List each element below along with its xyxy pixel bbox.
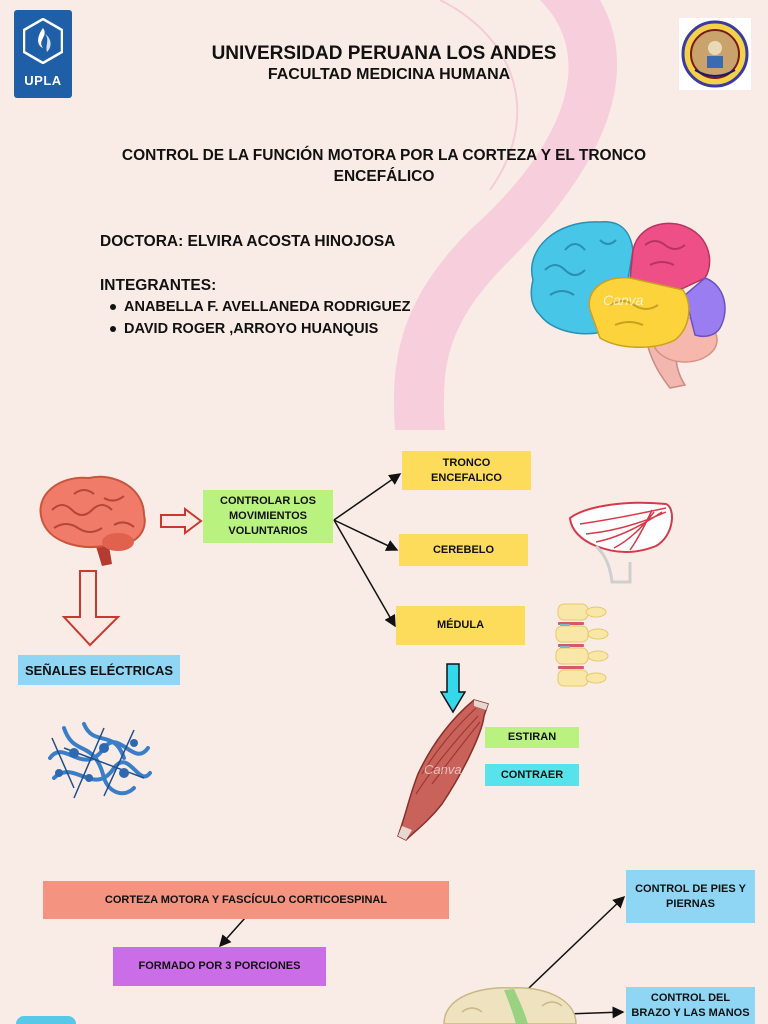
muscle-icon: Canva bbox=[397, 699, 489, 841]
member-item: DAVID ROGER ,ARROYO HUANQUIS bbox=[107, 318, 411, 340]
doctor-name: DOCTORA: ELVIRA ACOSTA HINOJOSA bbox=[100, 233, 396, 250]
arrow-down-icon bbox=[62, 570, 121, 647]
seal-icon bbox=[679, 18, 751, 90]
contraer-box: CONTRAER bbox=[485, 764, 579, 786]
neuron-network-icon bbox=[48, 722, 152, 799]
arrow-right-icon bbox=[160, 507, 203, 535]
estiran-box: ESTIRAN bbox=[485, 727, 579, 748]
watermark-text: Canva bbox=[603, 292, 644, 308]
control-brazo-box: CONTROL DEL BRAZO Y LAS MANOS bbox=[626, 987, 755, 1024]
faculty-name: FACULTAD MEDICINA HUMANA bbox=[267, 66, 511, 83]
medula-box: MÉDULA bbox=[396, 606, 525, 645]
cerebellum-icon bbox=[568, 501, 673, 584]
upla-logo-text: UPLA bbox=[24, 73, 62, 88]
spine-icon bbox=[555, 603, 609, 687]
member-item: ANABELLA F. AVELLANEDA RODRIGUEZ bbox=[107, 296, 411, 318]
brain-section-icon bbox=[443, 987, 577, 1024]
formado-porciones-box: FORMADO POR 3 PORCIONES bbox=[113, 947, 326, 986]
watermark-text: Canva bbox=[424, 762, 462, 777]
controlar-movimientos-box: CONTROLAR LOS MOVIMIENTOS VOLUNTARIOS bbox=[203, 490, 333, 543]
upla-logo: UPLA bbox=[14, 10, 72, 98]
tronco-encefalico-box: TRONCO ENCEFALICO bbox=[402, 451, 531, 490]
university-name: UNIVERSIDAD PERUANA LOS ANDES bbox=[211, 43, 557, 64]
upla-flame-icon bbox=[22, 17, 64, 65]
members-label: INTEGRANTES: bbox=[100, 277, 217, 294]
control-pies-box: CONTROL DE PIES Y PIERNAS bbox=[626, 870, 755, 923]
colorful-brain-icon: Canva bbox=[530, 221, 726, 389]
arrow-down-icon bbox=[440, 663, 466, 714]
decorative-circle bbox=[16, 1016, 76, 1024]
brain-icon bbox=[39, 475, 146, 566]
senales-electricas-box: SEÑALES ELÉCTRICAS bbox=[18, 655, 180, 685]
corteza-motora-box: CORTEZA MOTORA Y FASCÍCULO CORTICOESPINA… bbox=[43, 881, 449, 919]
cerebelo-box: CEREBELO bbox=[399, 534, 528, 566]
members-list: ANABELLA F. AVELLANEDA RODRIGUEZ DAVID R… bbox=[107, 296, 411, 340]
page-title: CONTROL DE LA FUNCIÓN MOTORA POR LA CORT… bbox=[121, 147, 647, 185]
